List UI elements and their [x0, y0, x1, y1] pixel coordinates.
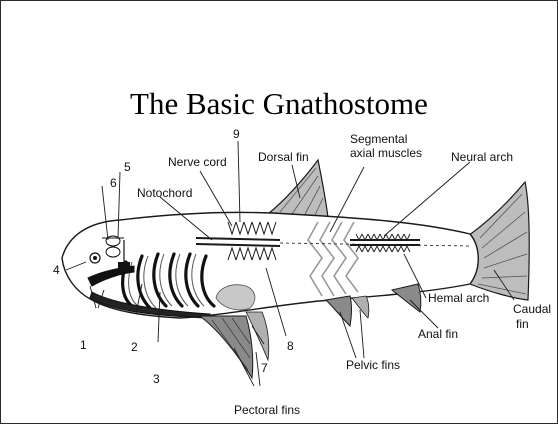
label-pectoral-fins: Pectoral fins — [234, 404, 300, 417]
label-dorsal-fin: Dorsal fin — [258, 151, 309, 164]
label-1: 1 — [80, 339, 87, 352]
label-notochord: Notochord — [137, 187, 192, 200]
label-caudal: Caudal — [513, 303, 551, 316]
label-hemal-arch: Hemal arch — [428, 292, 489, 305]
pelvic-fin — [326, 296, 352, 326]
label-7: 7 — [261, 362, 268, 375]
label-axial-muscles: axial muscles — [350, 147, 422, 160]
label-nerve-cord: Nerve cord — [168, 156, 227, 169]
label-5: 5 — [124, 161, 131, 174]
label-4: 4 — [53, 264, 60, 277]
label-caudal-fin: fin — [516, 318, 529, 331]
label-8: 8 — [287, 340, 294, 353]
label-9: 9 — [233, 128, 240, 141]
label-anal-fin: Anal fin — [418, 328, 458, 341]
label-3: 3 — [153, 373, 160, 386]
label-segmental: Segmental — [350, 133, 407, 146]
label-6: 6 — [110, 177, 117, 190]
label-pelvic-fins: Pelvic fins — [346, 359, 400, 372]
label-neural-arch: Neural arch — [451, 151, 513, 164]
label-2: 2 — [131, 341, 138, 354]
caudal-fin — [468, 182, 529, 300]
